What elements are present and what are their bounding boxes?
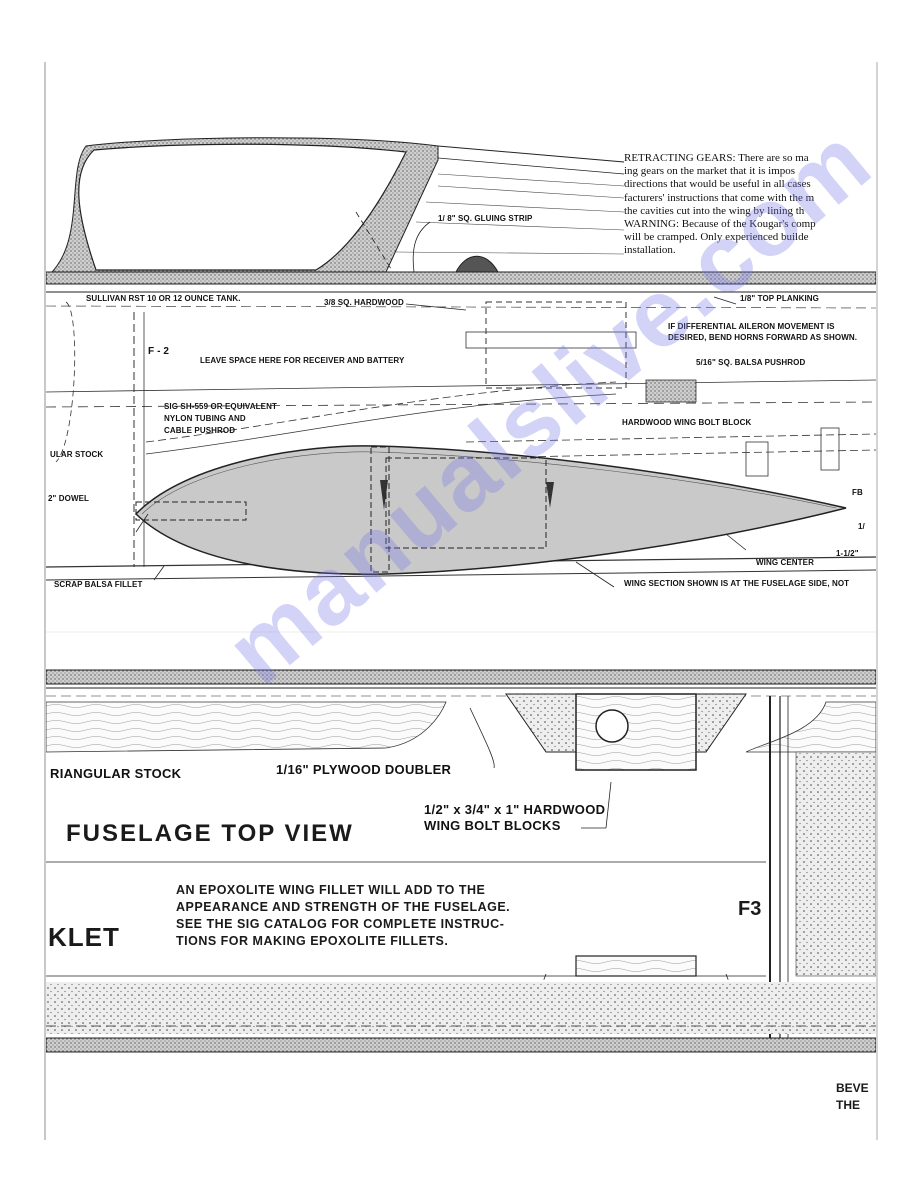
plan-sheet: RETRACTING GEARS: There are so ma ing ge… — [44, 62, 878, 1140]
top-planking-label: 1/8" TOP PLANKING — [740, 294, 819, 303]
wing-bolt-block-label: HARDWOOD WING BOLT BLOCK — [622, 418, 752, 427]
top-view-lower-band — [46, 1037, 876, 1053]
aileron-label-1: IF DIFFERENTIAL AILERON MOVEMENT IS — [668, 322, 835, 331]
lower-bolt-block — [525, 955, 747, 1027]
note-line: directions that would be useful in all c… — [624, 178, 811, 191]
epoxolite-note: AN EPOXOLITE WING FILLET WILL ADD TO THE… — [176, 882, 510, 950]
epoxolite-line: TIONS FOR MAKING EPOXOLITE FILLETS. — [176, 934, 449, 948]
f3-label: F3 — [738, 898, 762, 920]
ular-stock-label: ULAR STOCK — [50, 450, 104, 459]
nylon-label-1: SIG SH-559 OR EQUIVALENT — [164, 402, 277, 411]
wing-center-label: WING CENTER — [756, 558, 814, 567]
slash-marker-label: 1/ — [858, 522, 865, 531]
balsa-pushrod-label: 5/16" SQ. BALSA PUSHROD — [696, 358, 806, 367]
bevel-note: BEVE THE — [836, 1080, 869, 1114]
receiver-label: LEAVE SPACE HERE FOR RECEIVER AND BATTER… — [200, 356, 405, 365]
epoxolite-line: APPEARANCE AND STRENGTH OF THE FUSELAGE. — [176, 900, 511, 914]
aileron-label-2: DESIRED, BEND HORNS FORWARD AS SHOWN. — [668, 333, 858, 342]
epoxolite-line: AN EPOXOLITE WING FILLET WILL ADD TO THE — [176, 883, 486, 897]
note-line: WARNING: Because of the Kougar's comp — [624, 218, 816, 231]
note-line: ing gears on the market that it is impos — [624, 165, 796, 178]
plan-drawing — [46, 137, 876, 1053]
top-view-upper-band — [46, 669, 876, 685]
bevel-line: BEVE — [836, 1081, 869, 1095]
tank-label: SULLIVAN RST 10 OR 12 OUNCE TANK. — [86, 294, 241, 303]
bolt-blocks-label-1: 1/2" x 3/4" x 1" HARDWOOD — [424, 802, 606, 817]
fuselage-interior — [46, 301, 876, 581]
wing-bolt-block-assembly — [505, 693, 747, 771]
note-line: will be cramped. Only experienced builde — [624, 231, 809, 244]
note-line: installation. — [624, 244, 676, 257]
f3-bulkhead — [769, 696, 876, 1052]
nylon-label-2: NYLON TUBING AND — [164, 414, 246, 423]
bevel-line: THE — [836, 1098, 860, 1112]
canopy — [46, 137, 625, 278]
top-planking-band — [46, 271, 876, 285]
leader-lines — [135, 221, 747, 829]
note-line: RETRACTING GEARS: There are so ma — [624, 152, 809, 164]
fuselage-top-view-title: FUSELAGE TOP VIEW — [66, 820, 354, 847]
dowel-label: 2" DOWEL — [48, 494, 90, 503]
retracting-gears-note: RETRACTING GEARS: There are so ma ing ge… — [624, 152, 876, 258]
epoxolite-line: SEE THE SIG CATALOG FOR COMPLETE INSTRUC… — [176, 917, 505, 931]
f2-label: F - 2 — [148, 346, 170, 357]
nylon-label-3: CABLE PUSHROD — [164, 426, 236, 435]
one-half-label: 1-1/2" — [836, 549, 859, 558]
triangular-stock-label: RIANGULAR STOCK — [50, 766, 182, 781]
kit-fragment-label: KLET — [48, 922, 120, 952]
gluing-strip-label: 1/ 8" SQ. GLUING STRIP — [438, 214, 533, 223]
wing-airfoil — [134, 445, 847, 575]
scrap-fillet-label: SCRAP BALSA FILLET — [54, 580, 143, 589]
hardwood-label: 3/8 SQ. HARDWOOD — [324, 298, 404, 307]
bolt-blocks-label-2: WING BOLT BLOCKS — [424, 818, 561, 833]
fb-label: FB — [852, 488, 863, 497]
plywood-doubler-label: 1/16" PLYWOOD DOUBLER — [276, 762, 452, 777]
wing-section-label: WING SECTION SHOWN IS AT THE FUSELAGE SI… — [624, 579, 850, 588]
note-line: facturers' instructions that come with t… — [624, 191, 815, 204]
note-line: the cavities cut into the wing by lining… — [624, 204, 805, 217]
